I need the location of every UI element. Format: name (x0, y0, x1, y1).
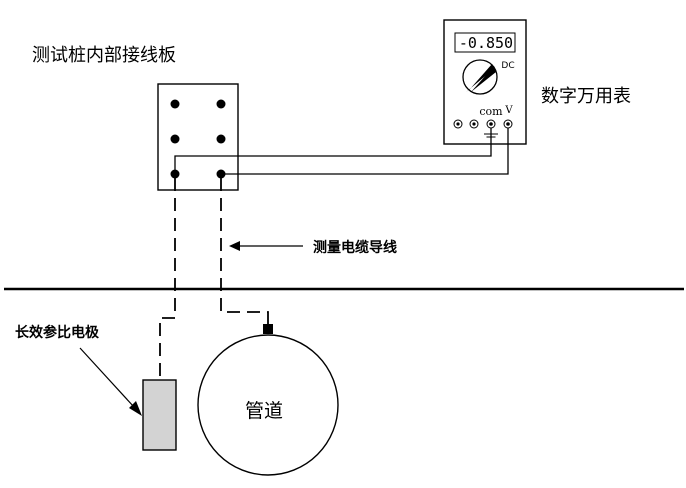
com-label: com (479, 105, 503, 118)
meter-reading: -0.850 (459, 34, 513, 52)
cable-label: 测量电缆导线 (313, 240, 397, 256)
wire-com (174, 128, 492, 174)
terminal-1 (170, 99, 180, 109)
terminal-board (157, 83, 239, 191)
pipe-label: 管道 (245, 400, 284, 422)
meter-title: 数字万用表 (541, 86, 631, 107)
v-label: V (504, 105, 513, 116)
terminal-2 (216, 99, 226, 109)
terminal-4 (216, 134, 226, 144)
electrode-label: 长效参比电极 (15, 325, 99, 341)
electrode-pointer (79, 347, 135, 408)
digital-multimeter: -0.850 DC com V (443, 19, 527, 145)
pipeline (197, 334, 339, 476)
arrow-head-icon (229, 241, 240, 251)
dc-mode-label: DC (501, 61, 514, 71)
cable-to-electrode (159, 178, 176, 380)
cable-to-pipe (220, 178, 269, 324)
wire-v (221, 128, 509, 175)
dial-pointer-icon (466, 64, 495, 92)
meter-display (454, 32, 516, 53)
board-title: 测试桩内部接线板 (32, 45, 176, 66)
reference-electrode (142, 379, 177, 451)
electrode-arrow-head-icon (129, 401, 142, 416)
pipe-connector (263, 324, 273, 334)
terminal-3 (170, 134, 180, 144)
